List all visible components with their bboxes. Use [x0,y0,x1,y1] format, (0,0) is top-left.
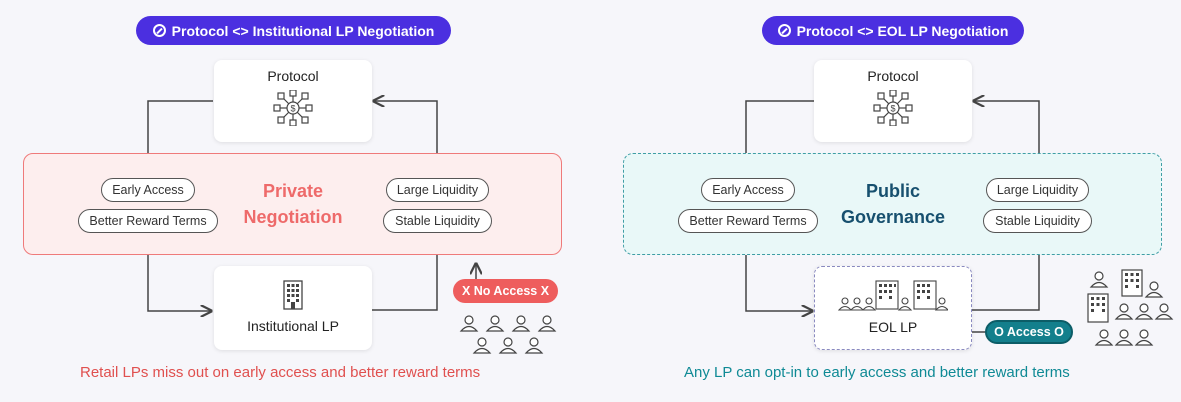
left-header-text: Protocol <> Institutional LP Negotiation [171,22,435,39]
people-group-icon [459,315,557,354]
no-access-badge: X No Access X [453,279,558,303]
eol-lp-node: EOL LP [814,266,972,350]
right-tag-early-access: Early Access [701,178,795,202]
private-title-line1: Private [262,181,324,201]
svg-text:$: $ [890,104,895,114]
right-tag-large-liquidity: Large Liquidity [986,178,1089,202]
public-governance-band [623,153,1162,255]
left-protocol-node: Protocol $ [214,60,372,142]
institutional-lp-node: Institutional LP [214,266,372,350]
left-tag-early-access: Early Access [101,178,195,202]
right-protocol-node: Protocol $ [814,60,972,142]
left-protocol-label: Protocol [267,68,319,84]
right-protocol-label: Protocol [867,68,919,84]
private-band-title: Private Negotiation [223,178,363,230]
private-title-line2: Negotiation [243,207,343,227]
network-dollar-icon: $ [873,90,913,126]
slash-circle-icon [777,24,791,37]
people-buildings-group-icon [1087,269,1174,346]
left-caption: Retail LPs miss out on early access and … [80,364,481,381]
right-header-text: Protocol <> EOL LP Negotiation [796,22,1009,39]
network-dollar-icon: $ [273,90,313,126]
eol-lp-label: EOL LP [868,319,918,335]
private-negotiation-band [23,153,562,255]
left-tag-better-reward-terms: Better Reward Terms [78,209,218,233]
right-header-pill: Protocol <> EOL LP Negotiation [762,16,1024,45]
right-caption: Any LP can opt-in to early access and be… [684,364,1070,381]
people-buildings-icon [838,280,948,311]
access-badge: O Access O [985,320,1073,344]
left-header-pill: Protocol <> Institutional LP Negotiation [136,16,451,45]
right-tag-better-reward-terms: Better Reward Terms [678,209,818,233]
public-title-line2: Governance [840,207,946,227]
public-title-line1: Public [865,181,920,201]
left-tag-stable-liquidity: Stable Liquidity [383,209,492,233]
right-tag-stable-liquidity: Stable Liquidity [983,209,1092,233]
svg-text:$: $ [290,104,295,114]
left-tag-large-liquidity: Large Liquidity [386,178,489,202]
public-band-title: Public Governance [823,178,963,230]
institutional-lp-label: Institutional LP [247,318,339,334]
building-icon [283,280,303,310]
slash-circle-icon [152,24,166,37]
